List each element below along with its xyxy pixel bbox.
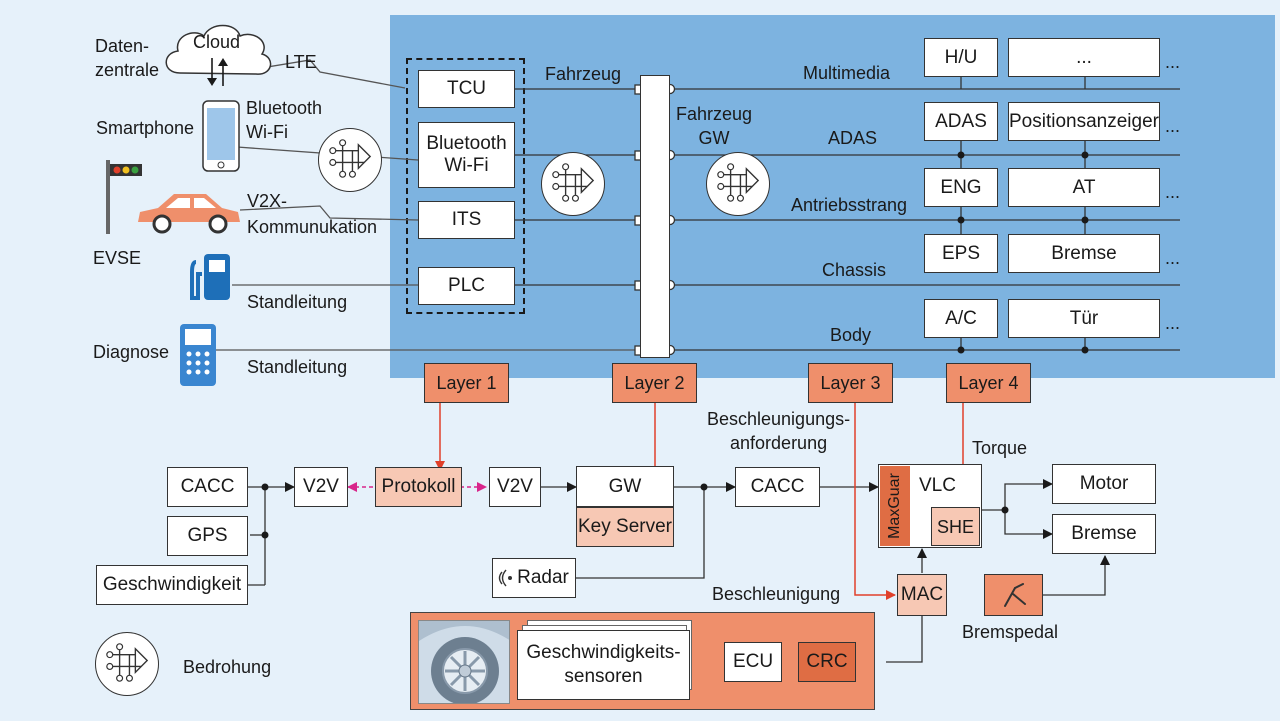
vlc-label: VLC bbox=[919, 475, 956, 496]
standleitung-label-2: Standleitung bbox=[247, 357, 348, 377]
lte-label: LTE bbox=[285, 52, 317, 72]
charging-station-icon bbox=[190, 254, 230, 300]
bus-chassis-label: Chassis bbox=[822, 260, 887, 280]
layer-4-badge: Layer 4 bbox=[946, 363, 1031, 403]
bremspedal-icon-box bbox=[984, 574, 1043, 616]
ecu-at: AT bbox=[1008, 168, 1160, 207]
torque-label: Torque bbox=[972, 438, 1028, 458]
its-module: ITS bbox=[418, 201, 515, 239]
car-icon bbox=[138, 194, 240, 234]
fahrzeug-label: Fahrzeug bbox=[545, 64, 622, 84]
ecu-box: ECU bbox=[724, 642, 782, 682]
external-interfaces-group bbox=[406, 58, 525, 314]
bremse-actuator-box: Bremse bbox=[1052, 514, 1156, 554]
key-server-box: Key Server bbox=[576, 507, 674, 547]
plc-module: PLC bbox=[418, 267, 515, 305]
radar-box: Radar bbox=[492, 558, 576, 598]
ecu-ac: A/C bbox=[924, 299, 998, 338]
vehicle-gateway-bar bbox=[640, 75, 670, 358]
bus-body-label: Body bbox=[830, 325, 872, 345]
smartphone-icon bbox=[202, 100, 240, 172]
standleitung-label-1: Standleitung bbox=[247, 292, 348, 312]
bluetooth-wifi-module: Bluetooth Wi-Fi bbox=[418, 122, 515, 188]
brake-pedal-icon bbox=[1003, 583, 1026, 607]
more-ellipsis-5: ... bbox=[1165, 313, 1181, 333]
more-ellipsis-1: ... bbox=[1165, 52, 1181, 72]
bremspedal-label: Bremspedal bbox=[962, 622, 1059, 642]
crc-box: CRC bbox=[798, 642, 856, 682]
ecu-positionsanzeiger: Positionsanzeiger bbox=[1008, 102, 1160, 141]
wheel-image bbox=[418, 620, 510, 704]
charging-pole-icon bbox=[106, 160, 142, 234]
ecu-bremse: Bremse bbox=[1008, 234, 1160, 273]
gps-box: GPS bbox=[167, 516, 248, 556]
smartphone-label: Smartphone bbox=[96, 118, 195, 138]
layer-2-badge: Layer 2 bbox=[612, 363, 697, 403]
beschleunigungsanforderung-label: Beschleunigungs- anforderung bbox=[707, 409, 851, 453]
bedrohung-label: Bedrohung bbox=[183, 657, 272, 677]
ecu-multimedia-more: ... bbox=[1008, 38, 1160, 77]
more-ellipsis-4: ... bbox=[1165, 248, 1181, 268]
ecu-tuer: Tür bbox=[1008, 299, 1160, 338]
threat-legend-icon bbox=[95, 632, 159, 696]
wheel-icon bbox=[419, 621, 509, 703]
fahrzeug-gw-label: Fahrzeug GW bbox=[676, 104, 753, 148]
tcu-module: TCU bbox=[418, 70, 515, 108]
evse-label: EVSE bbox=[93, 248, 142, 268]
bus-antriebsstrang-label: Antriebsstrang bbox=[791, 195, 908, 215]
radar-icon bbox=[498, 569, 512, 587]
more-ellipsis-2: ... bbox=[1165, 116, 1181, 136]
v2x-label: V2X- Kommunukation bbox=[247, 191, 378, 237]
maxguar-box: MaxGuar bbox=[880, 466, 910, 546]
v2v-right-box: V2V bbox=[489, 467, 541, 507]
bus-adas-label: ADAS bbox=[828, 128, 878, 148]
beschleunigung-label: Beschleunigung bbox=[712, 584, 841, 604]
protokoll-box: Protokoll bbox=[375, 467, 462, 507]
more-ellipsis-3: ... bbox=[1165, 182, 1181, 202]
ecu-eng: ENG bbox=[924, 168, 998, 207]
geschwindigkeitssensoren-box: Geschwindigkeits- sensoren bbox=[517, 630, 690, 700]
diagnose-label: Diagnose bbox=[93, 342, 170, 362]
datenzentrale-label: Daten- zentrale bbox=[95, 36, 160, 80]
threat-icon-external bbox=[318, 128, 382, 192]
she-box: SHE bbox=[931, 507, 980, 546]
bus-multimedia-label: Multimedia bbox=[803, 63, 891, 83]
threat-icon-modules bbox=[541, 152, 605, 216]
ecu-eps: EPS bbox=[924, 234, 998, 273]
layer-1-badge: Layer 1 bbox=[424, 363, 509, 403]
radar-label: Radar bbox=[517, 567, 569, 588]
threat-icon-gateway bbox=[706, 152, 770, 216]
ecu-hu: H/U bbox=[924, 38, 998, 77]
cacc-output-box: CACC bbox=[735, 467, 820, 507]
cacc-input-box: CACC bbox=[167, 467, 248, 507]
gw-box: GW bbox=[576, 466, 674, 507]
layer-3-badge: Layer 3 bbox=[808, 363, 893, 403]
ecu-adas: ADAS bbox=[924, 102, 998, 141]
geschwindigkeit-box: Geschwindigkeit bbox=[96, 565, 248, 605]
cloud-label: Cloud bbox=[193, 32, 241, 52]
motor-box: Motor bbox=[1052, 464, 1156, 504]
diagnostic-device-icon bbox=[180, 324, 216, 386]
mac-box: MAC bbox=[897, 574, 947, 616]
maxguar-label: MaxGuar bbox=[886, 473, 904, 539]
cloud-icon bbox=[165, 24, 272, 86]
v2v-left-box: V2V bbox=[294, 467, 348, 507]
bluetooth-wifi-label: Bluetooth Wi-Fi bbox=[246, 98, 323, 142]
